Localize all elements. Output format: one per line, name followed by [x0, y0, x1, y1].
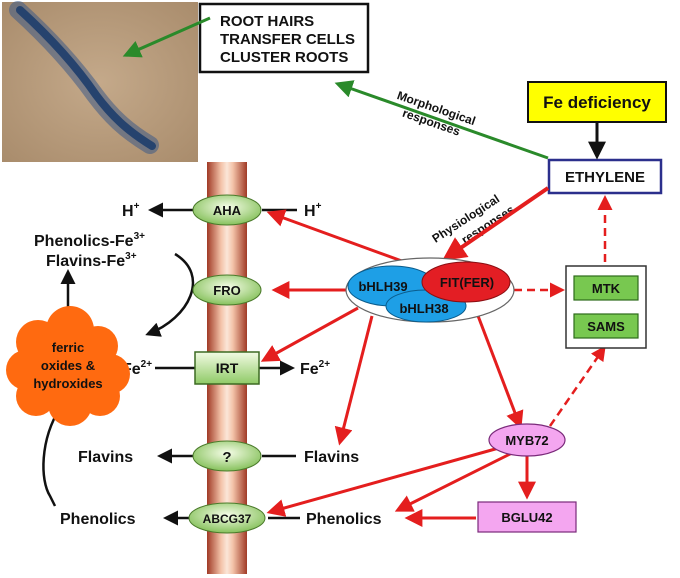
flavins-inner: Flavins: [304, 449, 359, 466]
flavins-fe3-label: Flavins-Fe3+: [46, 251, 137, 270]
fit-fer-label: FIT(FER): [440, 275, 494, 290]
root-hairs-label: ROOT HAIRS: [220, 13, 314, 30]
arrow-fe3-to-fe2: [145, 252, 195, 337]
aha-transporter: AHA: [192, 194, 262, 226]
tf-complex: bHLH39 bHLH38 FIT(FER): [345, 257, 515, 323]
fro-label: FRO: [213, 283, 240, 298]
enzyme-box: MTK SAMS: [565, 265, 647, 349]
arrow-myb72-to-sams: [548, 345, 606, 427]
ethylene-box: ETHYLENE: [547, 158, 663, 195]
phenolics-fe3-label: Phenolics-Fe3+: [34, 231, 145, 250]
phenolics-outer: Phenolics: [60, 511, 136, 528]
arrows: [42, 16, 613, 527]
myb72-label: MYB72: [505, 433, 548, 448]
flavins-outer: Flavins: [78, 449, 133, 466]
irt-label: IRT: [216, 360, 239, 376]
cloud-line-3: hydroxides: [33, 376, 102, 391]
arrow-morphological: [334, 80, 549, 160]
transfer-cells-label: TRANSFER CELLS: [220, 31, 355, 48]
bglu42-node: BGLU42: [477, 501, 577, 533]
arrow-physiological: [442, 186, 550, 261]
fe2-inner: Fe2+: [300, 359, 330, 378]
sams-label: SAMS: [587, 319, 625, 334]
fe-deficiency-box: Fe deficiency: [527, 81, 667, 123]
fe-deficiency-label: Fe deficiency: [543, 93, 651, 112]
fro-transporter: FRO: [192, 274, 262, 306]
h-plus-outer: H+: [122, 201, 140, 220]
arrow-myb72-to-phenolics: [394, 450, 515, 512]
root-hairs-box: ROOT HAIRS TRANSFER CELLS CLUSTER ROOTS: [198, 2, 370, 74]
arrow-myb72-to-abcg37: [266, 444, 507, 517]
h-plus-inner: H+: [304, 201, 322, 220]
cloud-line-2: oxides &: [41, 358, 95, 373]
phenolics-inner: Phenolics: [306, 511, 382, 528]
ethylene-label: ETHYLENE: [565, 169, 645, 186]
irt-transporter: IRT: [194, 351, 260, 385]
bhlh38-label: bHLH38: [399, 301, 448, 316]
aha-label: AHA: [213, 203, 242, 218]
bhlh39-label: bHLH39: [358, 279, 407, 294]
abcg37-label: ABCG37: [203, 512, 252, 526]
root-hair-photo: [2, 1, 198, 162]
cluster-roots-label: CLUSTER ROOTS: [220, 49, 348, 66]
arrow-to-myb72: [470, 299, 524, 430]
bglu42-label: BGLU42: [501, 510, 552, 525]
line-cloud-phenolics: [42, 407, 62, 507]
arrow-to-flavins: [334, 315, 374, 446]
mtk-label: MTK: [592, 281, 621, 296]
myb72-node: MYB72: [488, 423, 566, 457]
unknown-label: ?: [222, 449, 231, 466]
cloud-line-1: ferric: [52, 340, 85, 355]
arrow-to-photo: [122, 16, 211, 58]
arrow-to-irt: [260, 306, 359, 362]
unknown-transporter: ?: [192, 440, 262, 472]
abcg37-transporter: ABCG37: [188, 502, 266, 534]
ferric-oxides-cloud: ferric oxides & hydroxides: [6, 306, 130, 426]
